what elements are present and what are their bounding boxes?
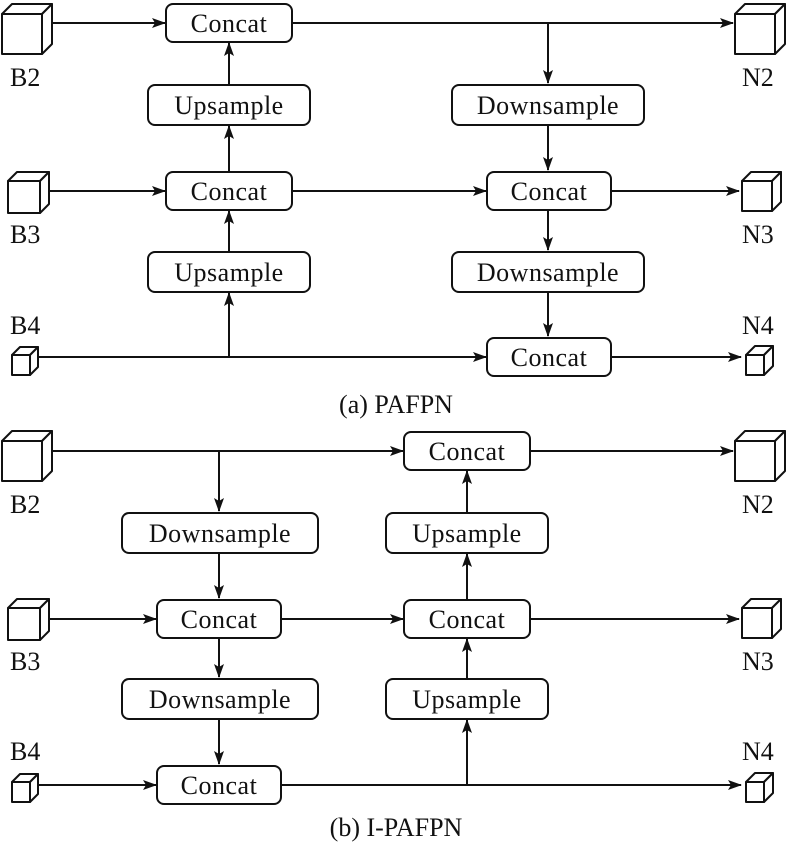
operation-boxes: ConcatUpsampleConcatUpsampleDownsampleCo… — [121, 3, 645, 805]
a-n2-cube — [734, 3, 786, 55]
caption-a: (a) PAFPN — [339, 390, 453, 419]
a-concat-right-bottom-label: Concat — [511, 343, 588, 372]
a-label-n4: N4 — [742, 311, 774, 340]
b-concat-left-mid-box: Concat — [156, 599, 282, 639]
a-concat-top-box: Concat — [165, 3, 293, 43]
a-concat-right-bottom-box: Concat — [486, 337, 612, 377]
a-label-b2: B2 — [10, 63, 40, 92]
b-downsample-2-label: Downsample — [149, 685, 291, 714]
a-downsample-2-box: Downsample — [451, 251, 645, 293]
b-label-n2: N2 — [742, 490, 774, 519]
a-label-b4: B4 — [10, 311, 40, 340]
caption-b: (b) I-PAFPN — [330, 813, 463, 842]
b-label-b4: B4 — [10, 737, 40, 766]
a-concat-mid-box: Concat — [165, 171, 293, 211]
a-b2-cube — [1, 3, 53, 55]
b-b3-cube — [7, 598, 50, 641]
a-downsample-1-label: Downsample — [477, 91, 619, 120]
a-label-n3: N3 — [742, 220, 774, 249]
a-upsample-2-box: Upsample — [147, 251, 311, 293]
a-label-b3: B3 — [10, 220, 40, 249]
b-concat-top-label: Concat — [429, 437, 506, 466]
b-n4-cube — [745, 772, 774, 803]
b-upsample-1-box: Upsample — [385, 512, 549, 554]
a-downsample-1-box: Downsample — [451, 84, 645, 126]
b-concat-right-mid-label: Concat — [429, 605, 506, 634]
b-label-b2: B2 — [10, 490, 40, 519]
b-label-n4: N4 — [742, 737, 774, 766]
b-concat-left-bottom-box: Concat — [156, 765, 282, 805]
b-b2-cube — [1, 430, 53, 482]
b-upsample-2-label: Upsample — [412, 685, 521, 714]
a-n4-cube — [745, 345, 774, 376]
b-b4-cube — [11, 773, 39, 803]
a-label-n2: N2 — [742, 63, 774, 92]
a-downsample-2-label: Downsample — [477, 258, 619, 287]
b-n3-cube — [741, 598, 782, 639]
edges — [38, 18, 742, 790]
a-upsample-1-box: Upsample — [147, 84, 311, 126]
b-upsample-2-box: Upsample — [385, 678, 549, 720]
b-label-n3: N3 — [742, 647, 774, 676]
a-concat-right-mid-label: Concat — [511, 177, 588, 206]
b-concat-top-box: Concat — [403, 431, 531, 471]
b-n2-cube — [734, 430, 786, 482]
a-concat-top-label: Concat — [191, 9, 268, 38]
a-concat-mid-label: Concat — [191, 177, 268, 206]
a-upsample-1-label: Upsample — [174, 91, 283, 120]
a-b4-cube — [11, 346, 39, 376]
b-downsample-1-box: Downsample — [121, 512, 319, 554]
captions: (a) PAFPN (b) I-PAFPN — [330, 390, 463, 842]
a-b3-cube — [7, 171, 50, 214]
b-upsample-1-label: Upsample — [412, 519, 521, 548]
a-upsample-2-label: Upsample — [174, 258, 283, 287]
feature-cubes — [1, 3, 786, 803]
b-concat-right-mid-box: Concat — [403, 599, 531, 639]
b-downsample-1-label: Downsample — [149, 519, 291, 548]
b-downsample-2-box: Downsample — [121, 678, 319, 720]
b-concat-left-bottom-label: Concat — [181, 771, 258, 800]
a-concat-right-mid-box: Concat — [486, 171, 612, 211]
a-n3-cube — [741, 171, 782, 212]
b-label-b3: B3 — [10, 647, 40, 676]
b-concat-left-mid-label: Concat — [181, 605, 258, 634]
